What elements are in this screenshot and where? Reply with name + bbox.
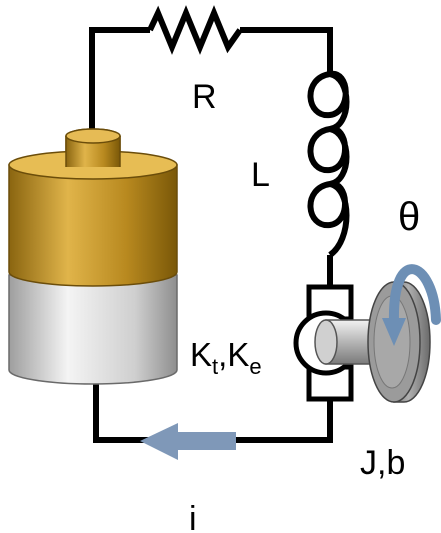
ke-subscript: e xyxy=(249,354,261,379)
battery-source xyxy=(8,128,178,385)
inductance-label: L xyxy=(251,156,270,194)
motor-constants-label: Kt,Ke xyxy=(190,336,262,379)
resistor-symbol xyxy=(147,5,243,55)
wire-top-right xyxy=(240,27,333,74)
wire-motor-bottom xyxy=(93,383,333,443)
constants-separator: , xyxy=(218,336,227,373)
kt-subscript: t xyxy=(212,354,218,379)
current-arrow xyxy=(140,423,236,460)
wire-top-left xyxy=(89,27,150,133)
inertia-friction-label: J,b xyxy=(360,444,405,482)
inductor-coil xyxy=(307,70,350,258)
rotation-arrow xyxy=(388,264,441,327)
kt-symbol: K xyxy=(190,336,212,373)
ke-symbol: K xyxy=(227,336,249,373)
rotation-arrow-head xyxy=(382,318,406,346)
current-label: i xyxy=(189,500,197,533)
resistance-label: R xyxy=(192,78,217,116)
angle-label: θ xyxy=(398,195,420,239)
